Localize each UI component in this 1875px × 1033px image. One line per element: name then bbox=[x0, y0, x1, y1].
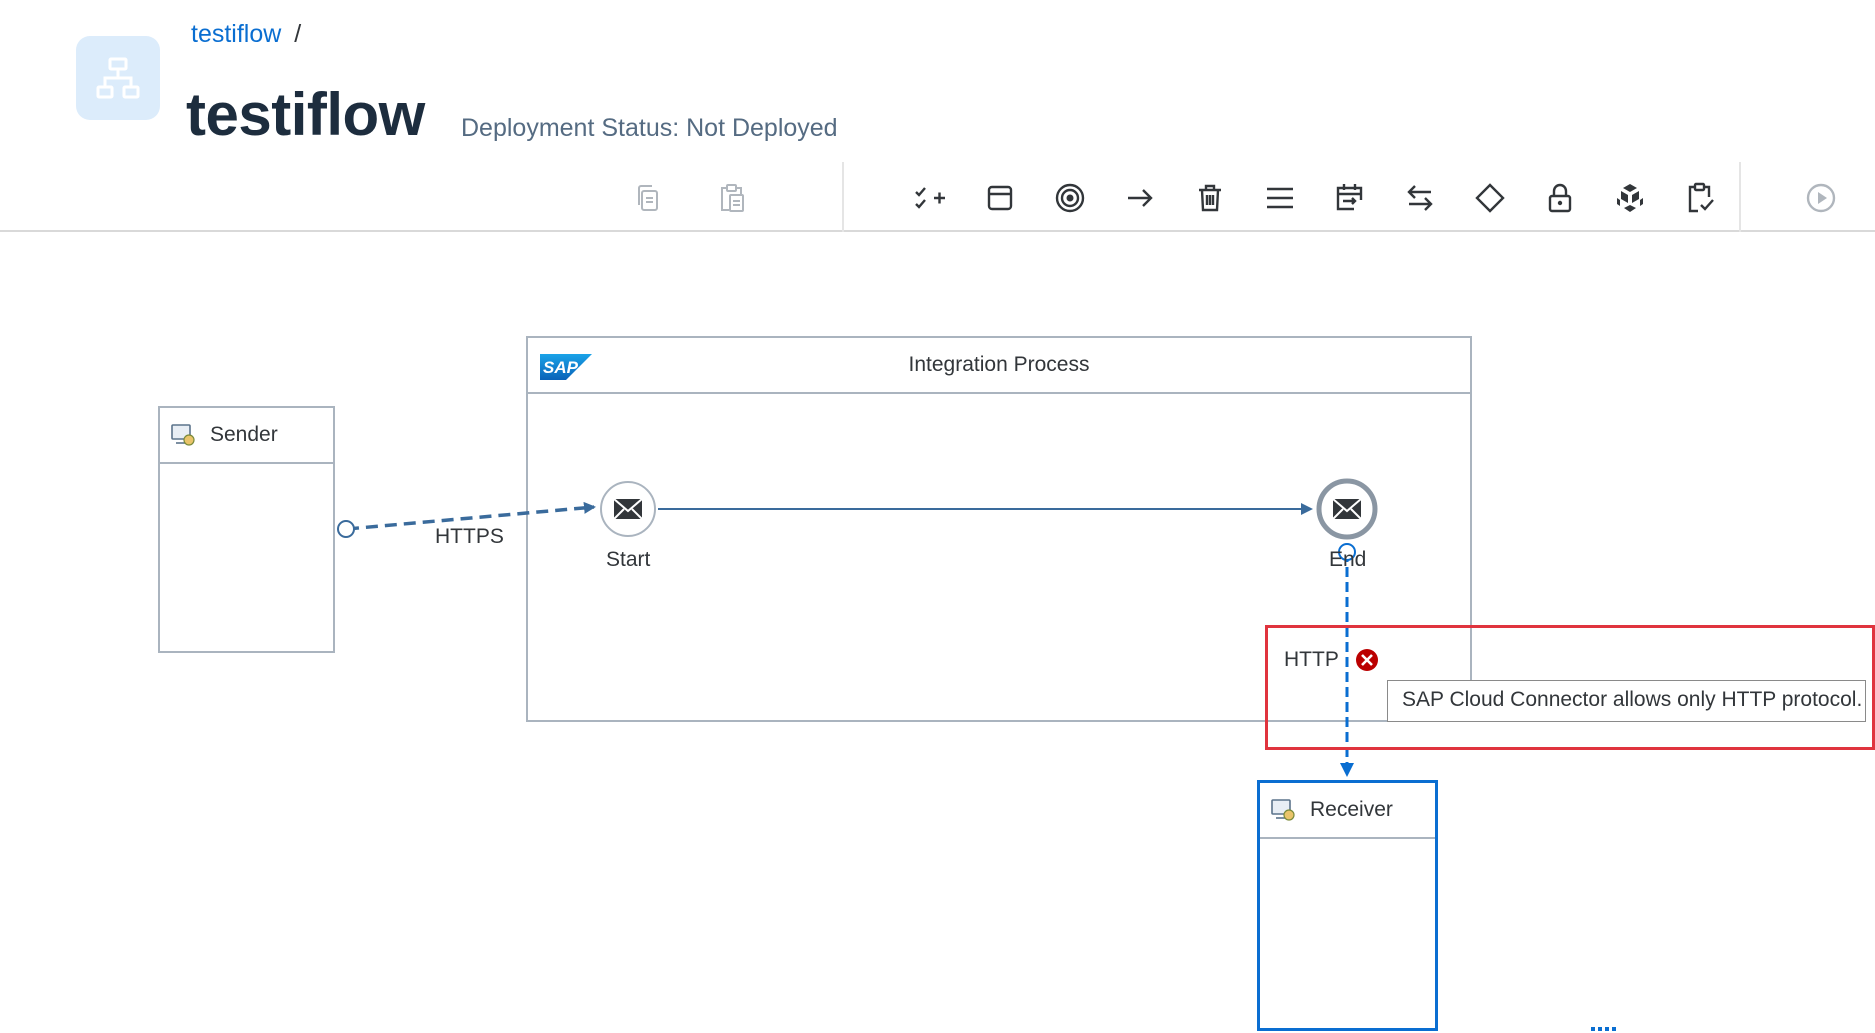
receiver-header: Receiver bbox=[1260, 783, 1435, 839]
breadcrumb-separator: / bbox=[294, 20, 302, 48]
play-icon[interactable] bbox=[1797, 174, 1845, 222]
end-event[interactable] bbox=[1316, 478, 1378, 540]
sender-participant[interactable]: Sender bbox=[158, 406, 335, 653]
http-channel-label: HTTP bbox=[1284, 648, 1339, 671]
error-icon[interactable] bbox=[1356, 649, 1378, 671]
https-message-flow[interactable] bbox=[346, 501, 596, 531]
sap-logo-text: SAP bbox=[543, 358, 579, 377]
toolbar-separator bbox=[1739, 162, 1741, 232]
breadcrumb-link[interactable]: testiflow bbox=[191, 20, 282, 48]
flow-start-handle[interactable] bbox=[337, 520, 355, 538]
resize-handle-dots[interactable] bbox=[1591, 1027, 1616, 1031]
delete-icon[interactable] bbox=[1186, 174, 1234, 222]
toolbar-separator bbox=[842, 162, 844, 232]
check-add-icon[interactable] bbox=[906, 174, 954, 222]
error-tooltip: SAP Cloud Connector allows only HTTP pro… bbox=[1387, 680, 1866, 722]
integration-process-pool[interactable]: SAP Integration Process bbox=[526, 336, 1472, 722]
sender-label: Sender bbox=[210, 423, 278, 446]
clipboard-check-icon[interactable] bbox=[1676, 174, 1724, 222]
window-icon[interactable] bbox=[976, 174, 1024, 222]
pool-title: Integration Process bbox=[908, 353, 1090, 376]
paste-icon[interactable] bbox=[708, 174, 756, 222]
pool-header: SAP Integration Process bbox=[528, 338, 1470, 394]
arrow-right-icon[interactable] bbox=[1116, 174, 1164, 222]
https-channel-label: HTTPS bbox=[435, 525, 504, 548]
page-title: testiflow bbox=[186, 81, 425, 148]
end-event-label: End bbox=[1329, 548, 1367, 571]
sap-logo: SAP bbox=[540, 354, 592, 385]
start-event[interactable] bbox=[600, 481, 656, 537]
editor-toolbar bbox=[0, 162, 1875, 232]
system-icon bbox=[171, 424, 195, 446]
target-icon[interactable] bbox=[1046, 174, 1094, 222]
receiver-label: Receiver bbox=[1310, 798, 1393, 821]
cube-icon[interactable] bbox=[1606, 174, 1654, 222]
diamond-icon[interactable] bbox=[1466, 174, 1514, 222]
lock-icon[interactable] bbox=[1536, 174, 1584, 222]
receiver-participant[interactable]: Receiver bbox=[1257, 780, 1438, 1031]
calendar-icon[interactable] bbox=[1326, 174, 1374, 222]
sender-header: Sender bbox=[160, 408, 333, 464]
system-icon bbox=[1271, 799, 1295, 821]
hierarchy-icon bbox=[96, 57, 140, 99]
flow-start-handle[interactable] bbox=[1338, 543, 1356, 561]
deployment-status: Deployment Status: Not Deployed bbox=[461, 114, 838, 142]
integration-flow-app-icon bbox=[76, 36, 160, 120]
error-highlight-box bbox=[1265, 625, 1875, 750]
copy-icon[interactable] bbox=[624, 174, 672, 222]
breadcrumb: testiflow / bbox=[191, 20, 301, 49]
start-event-label: Start bbox=[606, 548, 651, 571]
menu-icon[interactable] bbox=[1256, 174, 1304, 222]
swap-icon[interactable] bbox=[1396, 174, 1444, 222]
page-header: testiflow / testiflow Deployment Status:… bbox=[0, 0, 1875, 232]
